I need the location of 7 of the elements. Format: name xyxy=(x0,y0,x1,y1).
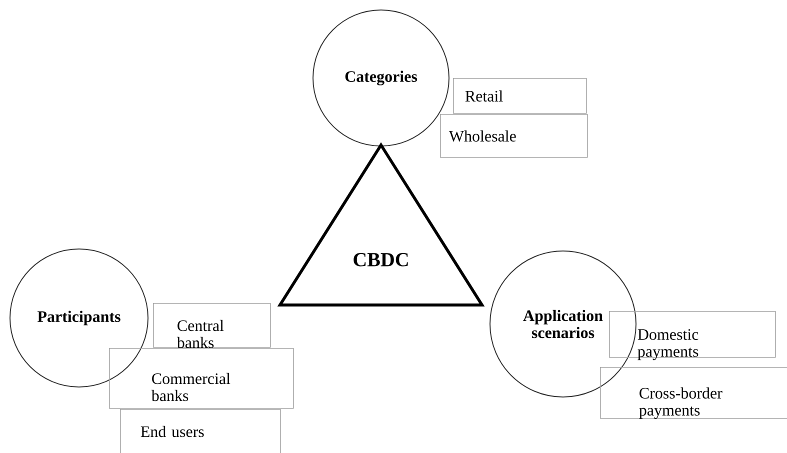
item-box: End users xyxy=(120,409,281,453)
item-box: Central banks xyxy=(153,303,271,348)
item-box: Commercial banks xyxy=(109,348,294,409)
item-box: Domestic payments xyxy=(609,311,776,360)
item-box: Wholesale xyxy=(440,114,588,158)
item-box: Cross-border payments xyxy=(600,367,787,419)
item-box: Retail xyxy=(453,78,587,114)
